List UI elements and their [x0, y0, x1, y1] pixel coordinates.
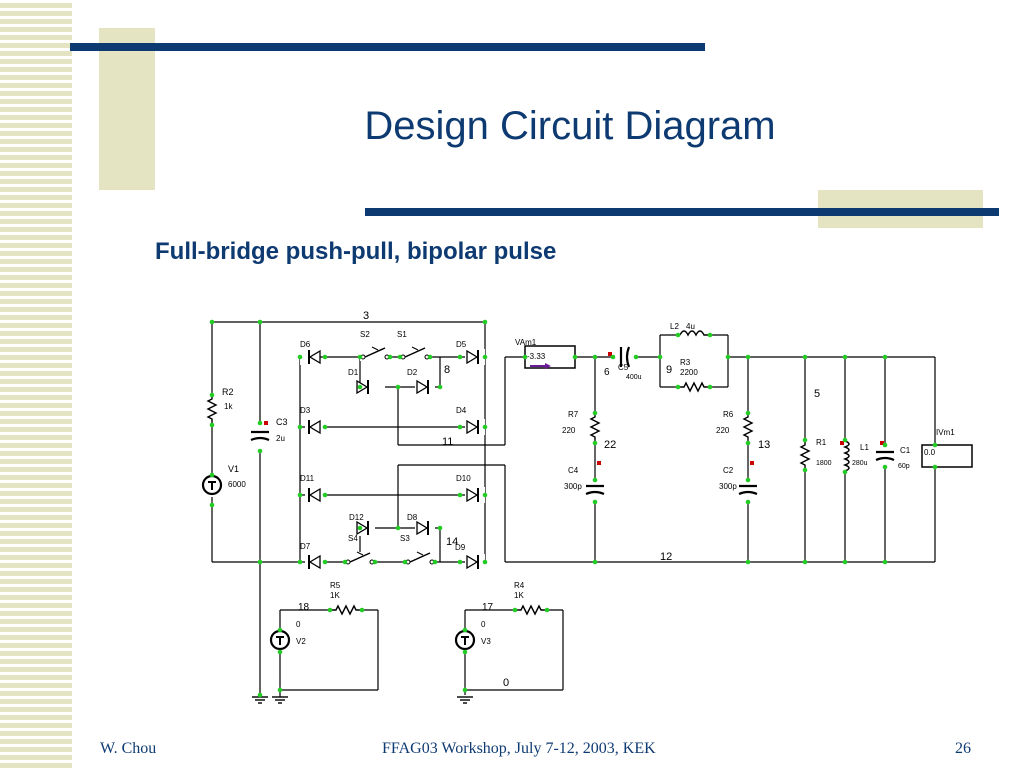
d7-label: D7 — [300, 542, 311, 551]
v3-label: V3 — [481, 637, 491, 646]
circuit-components — [201, 327, 973, 704]
d6-label: D6 — [300, 340, 311, 349]
v1-label: V1 — [228, 464, 239, 474]
r7-label: R7 — [568, 410, 579, 419]
s4-label: S4 — [348, 534, 358, 543]
polarity-markers — [264, 352, 884, 465]
d2-label: D2 — [407, 368, 418, 377]
r2-value: 1k — [224, 402, 233, 411]
l1-label: L1 — [860, 443, 869, 452]
left-stripe-decoration — [0, 0, 72, 768]
r1-value: 1800 — [816, 460, 832, 467]
c3-value: 2u — [276, 434, 285, 443]
d3-label: D3 — [300, 406, 311, 415]
c2-label: C2 — [723, 466, 734, 475]
r3-label: R3 — [680, 358, 691, 367]
r5-label: R5 — [330, 581, 341, 590]
vam1-label: VAm1 — [515, 338, 537, 347]
d10-label: D10 — [456, 474, 471, 483]
node-dots — [209, 319, 938, 698]
ivm1-value: 0.0 — [924, 448, 936, 457]
c4-value: 300p — [564, 482, 582, 491]
r1-label: R1 — [816, 438, 827, 447]
node-label-11: 11 — [442, 436, 453, 448]
node-label-5: 5 — [814, 388, 820, 400]
d8-label: D8 — [407, 513, 418, 522]
title-accent-block — [99, 28, 155, 190]
node-label-0: 0 — [503, 677, 509, 689]
bottom-rule — [365, 208, 999, 216]
node-label-14: 14 — [446, 536, 458, 548]
d12-label: D12 — [349, 513, 364, 522]
c4-label: C4 — [568, 466, 579, 475]
r2-label: R2 — [222, 387, 234, 397]
s2-label: S2 — [360, 330, 370, 339]
c1-value: 60p — [898, 463, 910, 470]
d4-label: D4 — [456, 406, 467, 415]
footer-author: W. Chou — [100, 740, 157, 757]
c5-value: 400u — [626, 374, 642, 381]
r3-value: 2200 — [680, 368, 698, 377]
r5-value: 1K — [330, 591, 340, 600]
r6-label: R6 — [723, 410, 734, 419]
node-label-6: 6 — [604, 367, 610, 378]
s3-label: S3 — [400, 534, 410, 543]
node-label-12: 12 — [660, 551, 672, 563]
l2-value: 4u — [686, 322, 695, 331]
d9-label: D9 — [455, 543, 466, 552]
circuit-diagram: 3 R2 1k V1 6000 C3 2u D6 S2 S1 D5 D1 D2 … — [201, 310, 973, 704]
vam1-value: -3.33 — [527, 352, 546, 361]
node-label-13: 13 — [758, 439, 770, 451]
r4-value: 1K — [514, 591, 524, 600]
footer-event: FFAG03 Workshop, July 7-12, 2003, KEK — [382, 740, 656, 757]
v2-label: V2 — [296, 637, 306, 646]
v1-value: 6000 — [228, 480, 246, 489]
r6-value: 220 — [716, 426, 730, 435]
node-label-22: 22 — [604, 439, 616, 451]
node-label-8: 8 — [444, 364, 450, 376]
node-label-3: 3 — [363, 310, 369, 322]
d5-label: D5 — [456, 340, 467, 349]
v2-value: 0 — [296, 620, 301, 629]
d11-label: D11 — [300, 474, 315, 483]
node-label-18: 18 — [298, 602, 310, 613]
node-label-9: 9 — [666, 364, 672, 376]
circuit-wires — [211, 321, 936, 695]
top-rule — [70, 43, 705, 51]
slide-subtitle: Full-bridge push-pull, bipolar pulse — [155, 238, 557, 265]
v3-value: 0 — [481, 620, 486, 629]
d1-label: D1 — [348, 368, 359, 377]
slide-title: Design Circuit Diagram — [364, 104, 776, 148]
c5-label: C5 — [618, 363, 629, 372]
c1-label: C1 — [900, 446, 911, 455]
r4-label: R4 — [514, 581, 525, 590]
l2-label: L2 — [670, 322, 679, 331]
r7-value: 220 — [562, 426, 576, 435]
footer-page-number: 26 — [955, 740, 971, 757]
s1-label: S1 — [397, 330, 407, 339]
l1-value: 280u — [852, 460, 868, 467]
node-label-17: 17 — [482, 602, 494, 613]
circuit-labels: 3 R2 1k V1 6000 C3 2u D6 S2 S1 D5 D1 D2 … — [222, 310, 955, 689]
ivm1-label: IVm1 — [936, 428, 955, 437]
c2-value: 300p — [719, 482, 737, 491]
c3-label: C3 — [276, 417, 288, 427]
